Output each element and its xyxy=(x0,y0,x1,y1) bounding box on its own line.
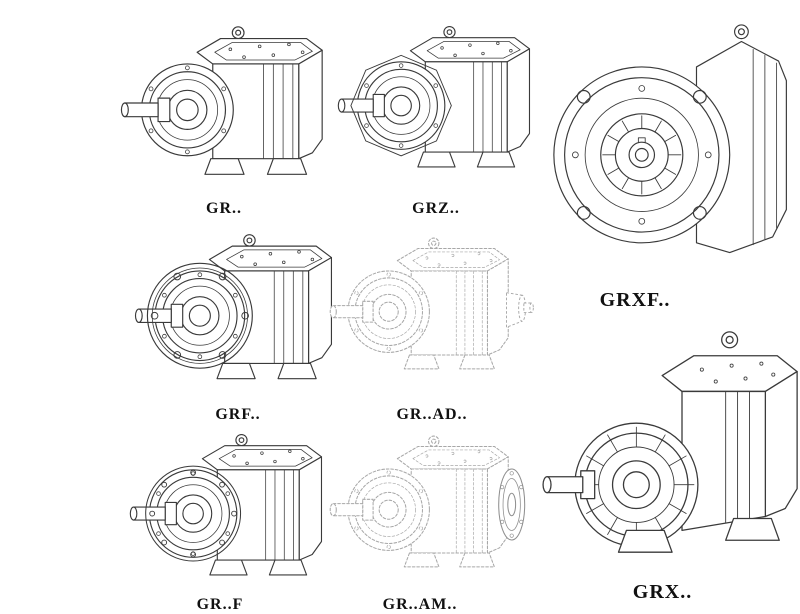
figure-grx: GRX.. xyxy=(540,318,800,604)
gearbox-label-grad: GR..AD.. xyxy=(396,405,468,423)
gearbox-label-grf: GRF.. xyxy=(215,405,261,423)
gearbox-drawing-grxf xyxy=(553,24,787,254)
figure-grad: GR..AD.. xyxy=(328,232,536,424)
gearbox-label-grxf: GRXF.. xyxy=(599,289,671,311)
gearbox-label-grx: GRX.. xyxy=(632,581,693,603)
figure-grz: GRZ.. xyxy=(336,20,536,218)
figure-grf: GRF.. xyxy=(132,228,344,424)
gearbox-drawing-grf xyxy=(133,228,343,392)
gearbox-drawing-gram xyxy=(328,430,536,579)
figure-grft: GR..F xyxy=(122,428,334,614)
catalog-page: GR.. GRZ.. GRXF.. GRF.. GR..AD.. GRX.. G… xyxy=(118,18,800,613)
gearbox-drawing-grft xyxy=(128,428,328,588)
gearbox-drawing-grx xyxy=(542,331,798,553)
figure-grxf: GRXF.. xyxy=(546,18,800,312)
gearbox-drawing-grad xyxy=(328,232,536,381)
figure-gram: GR..AM.. xyxy=(328,430,536,614)
gearbox-label-grft: GR..F xyxy=(196,595,244,613)
gearbox-drawing-gr xyxy=(119,20,329,188)
gearbox-label-gram: GR..AM.. xyxy=(382,595,458,613)
gearbox-label-gr: GR.. xyxy=(206,199,242,217)
gearbox-label-grz: GRZ.. xyxy=(412,199,460,217)
gearbox-drawing-grz xyxy=(336,20,536,180)
figure-gr: GR.. xyxy=(118,20,330,218)
